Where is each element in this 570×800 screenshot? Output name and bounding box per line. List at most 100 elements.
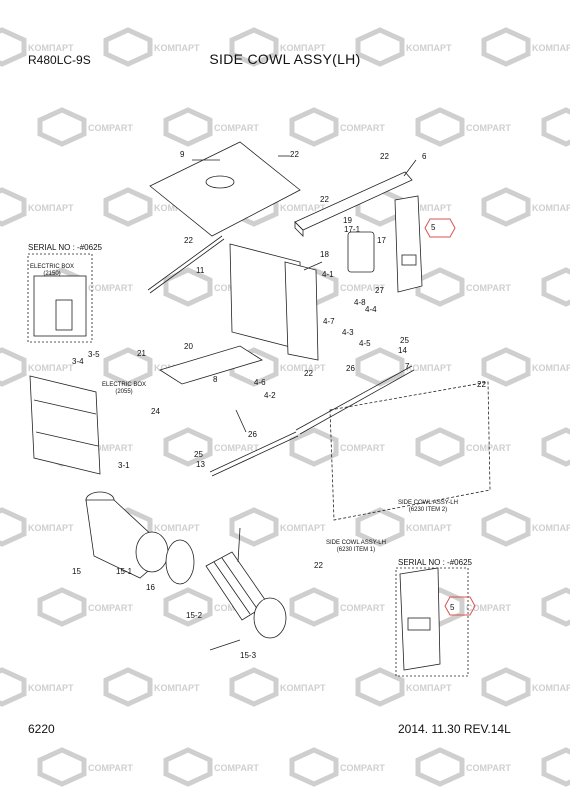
callout-label: 3-4 bbox=[72, 357, 84, 366]
highlight-callout-top bbox=[424, 218, 456, 238]
highlight-callout-bottom bbox=[444, 596, 476, 616]
callout-label: 3-1 bbox=[118, 461, 130, 470]
bracket-8 bbox=[159, 345, 263, 385]
watermark-tile: COMPART bbox=[163, 747, 259, 787]
callout-label: 18 bbox=[320, 250, 329, 259]
callout-label: 15-3 bbox=[240, 651, 257, 660]
callout-label: 8 bbox=[213, 375, 218, 384]
callout-label: 4-3 bbox=[342, 328, 354, 337]
note-side-cowl-item2: SIDE COWL ASSY-LH (6230 ITEM 2) bbox=[398, 500, 458, 513]
watermark-text: KOMПAPT bbox=[28, 523, 74, 533]
cap-15-3 bbox=[253, 597, 287, 639]
callout-label: 5 bbox=[431, 223, 436, 232]
watermark-tile: COMPART bbox=[541, 267, 570, 307]
serial-label-right: SERIAL NO : -#0625 bbox=[398, 558, 472, 567]
callout-label: 4-4 bbox=[365, 305, 377, 314]
watermark-text: KOMПAPT bbox=[406, 43, 452, 53]
watermark-tile: COMPART bbox=[163, 427, 259, 467]
watermark-text: KOMПAPT bbox=[280, 363, 326, 373]
callout-label: 16 bbox=[146, 583, 155, 592]
watermark-tile: COMPART bbox=[541, 747, 570, 787]
callout-label: 4-7 bbox=[323, 317, 335, 326]
watermark-text: KOMПAPT bbox=[154, 43, 200, 53]
watermark-tile: COMPART bbox=[541, 107, 570, 147]
callout-label: 25 bbox=[400, 336, 409, 345]
callout-label: 19 bbox=[343, 216, 352, 225]
watermark-tile: KOMПAPT bbox=[103, 27, 200, 67]
callout-label: 26 bbox=[346, 364, 355, 373]
watermark-text: COMPART bbox=[340, 283, 385, 293]
watermark-text: COMPART bbox=[340, 763, 385, 773]
callout-label: 4-1 bbox=[322, 270, 334, 279]
watermark-text: KOMПAPT bbox=[532, 203, 570, 213]
callout-label: 13 bbox=[196, 460, 205, 469]
watermark-text: KOMПAPT bbox=[280, 43, 326, 53]
watermark-text: KOMПAPT bbox=[28, 43, 74, 53]
watermark-tile: KOMПAPT bbox=[481, 347, 570, 387]
watermark-tile: KOMПAPT bbox=[481, 27, 570, 67]
watermark-text: COMPART bbox=[466, 123, 511, 133]
watermark-tile: KOMПAPT bbox=[0, 507, 74, 547]
panel-5-inset bbox=[399, 567, 441, 671]
callout-label: 22 bbox=[304, 369, 313, 378]
callout-label: 25 bbox=[194, 450, 203, 459]
callout-label: 17-1 bbox=[344, 225, 361, 234]
watermark-tile: COMPART bbox=[289, 747, 385, 787]
callout-label: 6 bbox=[422, 152, 427, 161]
watermark-text: COMPART bbox=[340, 603, 385, 613]
callout-label: 27 bbox=[375, 286, 384, 295]
watermark-text: COMPART bbox=[340, 123, 385, 133]
callout-label: 14 bbox=[398, 346, 407, 355]
callout-label: 15-2 bbox=[186, 611, 203, 620]
note-electric-box-2055: ELECTRIC BOX (2055) bbox=[102, 382, 147, 395]
watermark-text: COMPART bbox=[214, 123, 259, 133]
callout-label: 5 bbox=[450, 603, 455, 612]
callout-label: 21 bbox=[137, 349, 146, 358]
watermark-tile: KOMПAPT bbox=[0, 347, 74, 387]
callout-label: 22 bbox=[290, 150, 299, 159]
watermark-tile: KOMПAPT bbox=[355, 507, 452, 547]
watermark-text: COMPART bbox=[340, 443, 385, 453]
plate-9 bbox=[149, 141, 301, 237]
callout-label: 4-8 bbox=[354, 298, 366, 307]
page-number: 6220 bbox=[28, 722, 55, 736]
watermark-text: KOMПAPT bbox=[532, 683, 570, 693]
watermark-text: COMPART bbox=[88, 443, 133, 453]
watermark-tile: KOMПAPT bbox=[355, 27, 452, 67]
callout-label: 7 bbox=[405, 362, 410, 371]
watermark-text: COMPART bbox=[88, 763, 133, 773]
watermark-tile: KOMПAPT bbox=[481, 507, 570, 547]
watermark-text: KOMПAPT bbox=[406, 203, 452, 213]
watermark-text: KOMПAPT bbox=[154, 523, 200, 533]
watermark-tile: COMPART bbox=[37, 107, 133, 147]
serial-box-left bbox=[27, 253, 93, 343]
note-electric-box-2150: ELECTRIC BOX (2150) bbox=[30, 264, 75, 277]
watermark-text: COMPART bbox=[214, 443, 259, 453]
watermark-tile: COMPART bbox=[289, 587, 385, 627]
watermark-tile: COMPART bbox=[37, 747, 133, 787]
watermark-tile: KOMПAPT bbox=[229, 27, 326, 67]
door-3-1 bbox=[29, 375, 101, 475]
watermark-tile: COMPART bbox=[541, 587, 570, 627]
callout-label: 9 bbox=[180, 150, 185, 159]
watermark-tile: KOMПAPT bbox=[0, 187, 74, 227]
callout-label: 4-6 bbox=[254, 378, 266, 387]
callout-label: 22 bbox=[380, 152, 389, 161]
callout-label: 15-1 bbox=[116, 567, 133, 576]
watermark-tile: KOMПAPT bbox=[481, 667, 570, 707]
watermark-text: KOMПAPT bbox=[532, 363, 570, 373]
watermark-tile: KOMПAPT bbox=[355, 667, 452, 707]
watermark-text: COMPART bbox=[466, 603, 511, 613]
watermark-text: COMPART bbox=[88, 603, 133, 613]
watermark-tile: COMPART bbox=[415, 267, 511, 307]
watermark-text: KOMПAPT bbox=[154, 683, 200, 693]
date-revision: 2014. 11.30 REV.14L bbox=[398, 722, 511, 736]
band-16 bbox=[165, 539, 195, 585]
serial-label-left: SERIAL NO : -#0625 bbox=[28, 243, 102, 252]
serial-box-right bbox=[395, 567, 469, 677]
watermark-text: COMPART bbox=[466, 443, 511, 453]
watermark-text: KOMПAPT bbox=[28, 363, 74, 373]
callout-label: 4-2 bbox=[264, 391, 276, 400]
watermark-tile: COMPART bbox=[163, 107, 259, 147]
